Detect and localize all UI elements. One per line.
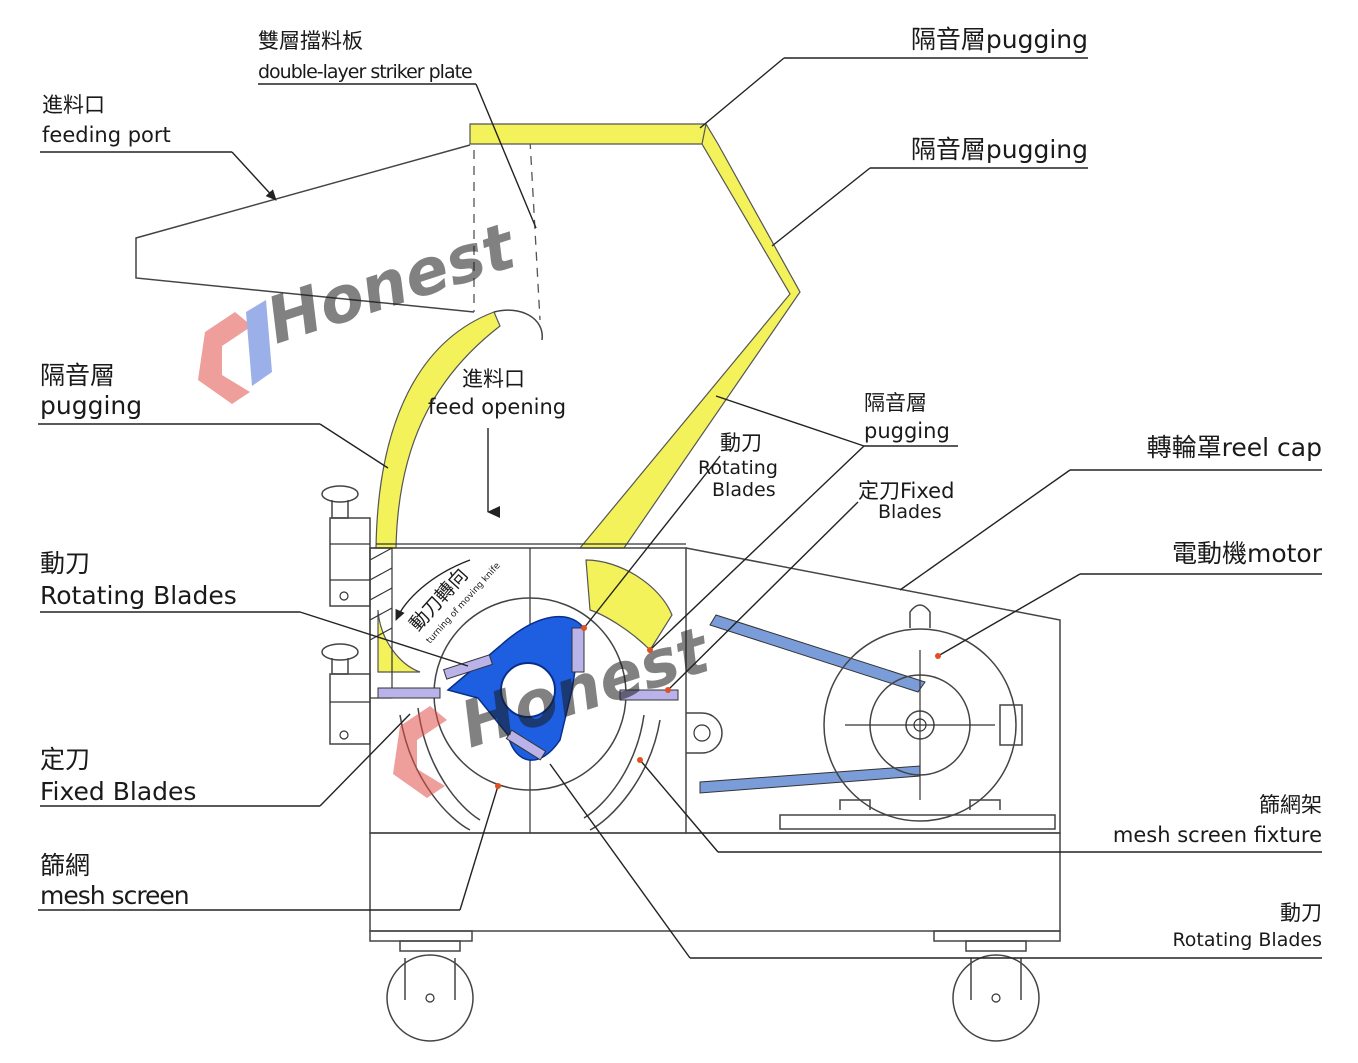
label-feed-opening-zh: 進料口 <box>462 367 525 391</box>
label-mesh-screen-en: mesh screen <box>40 881 189 910</box>
label-rotating-blades-mid-en1: Rotating <box>698 457 778 479</box>
label-pugging-top-2: 隔音層pugging <box>911 135 1088 164</box>
label-pugging-left-en: pugging <box>40 391 142 420</box>
pugging-chamber-right <box>585 559 673 651</box>
label-pugging-mid-zh: 隔音層 <box>864 391 927 415</box>
label-mesh-fixture-en: mesh screen fixture <box>1113 823 1322 847</box>
label-rotating-blades-mid-zh: 動刀 <box>720 431 762 455</box>
label-striker-plate-zh: 雙層擋料板 <box>258 29 363 53</box>
watermark-brand-2: Honest <box>452 613 720 763</box>
pugging-left-panel <box>375 311 501 549</box>
label-mesh-fixture-zh: 篩網架 <box>1259 793 1322 817</box>
label-rotating-blades-br-en: Rotating Blades <box>1172 929 1322 951</box>
label-rotating-blades-left-en: Rotating Blades <box>40 581 237 610</box>
motor-unit <box>823 604 1023 822</box>
label-feed-opening-en: feed opening <box>428 395 566 419</box>
pugging-top-beam <box>469 123 707 145</box>
label-mesh-screen-zh: 篩網 <box>40 851 90 880</box>
label-pugging-top-1: 隔音層pugging <box>911 25 1088 54</box>
label-fixed-blades-left-zh: 定刀 <box>40 745 90 774</box>
label-motor: 電動機motor <box>1172 539 1323 568</box>
label-rotating-blades-mid-en2: Blades <box>712 479 776 501</box>
label-fixed-blades-mid-en: Blades <box>878 501 942 523</box>
label-rotating-blades-left-zh: 動刀 <box>40 549 90 578</box>
feeding-port <box>135 139 543 341</box>
label-feeding-port-zh: 進料口 <box>42 93 105 117</box>
labels: 雙層擋料板 double-layer striker plate 進料口 fee… <box>40 25 1323 951</box>
label-fixed-blades-left-en: Fixed Blades <box>40 777 196 806</box>
leader-lines <box>38 57 1322 959</box>
label-feeding-port-en: feeding port <box>42 123 171 147</box>
belt-lower <box>699 765 921 794</box>
label-pugging-left-zh: 隔音層 <box>40 361 115 390</box>
label-fixed-blades-mid-zh: 定刀Fixed <box>858 479 954 503</box>
clamps <box>321 485 371 745</box>
casters <box>386 940 1040 1042</box>
label-rotating-blades-br-zh: 動刀 <box>1280 901 1322 925</box>
pugging-chamber-left <box>377 609 421 673</box>
label-striker-plate-en: double-layer striker plate <box>258 61 472 83</box>
pugging-layers <box>375 122 801 673</box>
belt-upper <box>709 614 926 693</box>
drive <box>699 604 1023 822</box>
label-reel-cap: 轉輪罩reel cap <box>1147 433 1322 462</box>
label-pugging-mid-en: pugging <box>864 419 950 443</box>
